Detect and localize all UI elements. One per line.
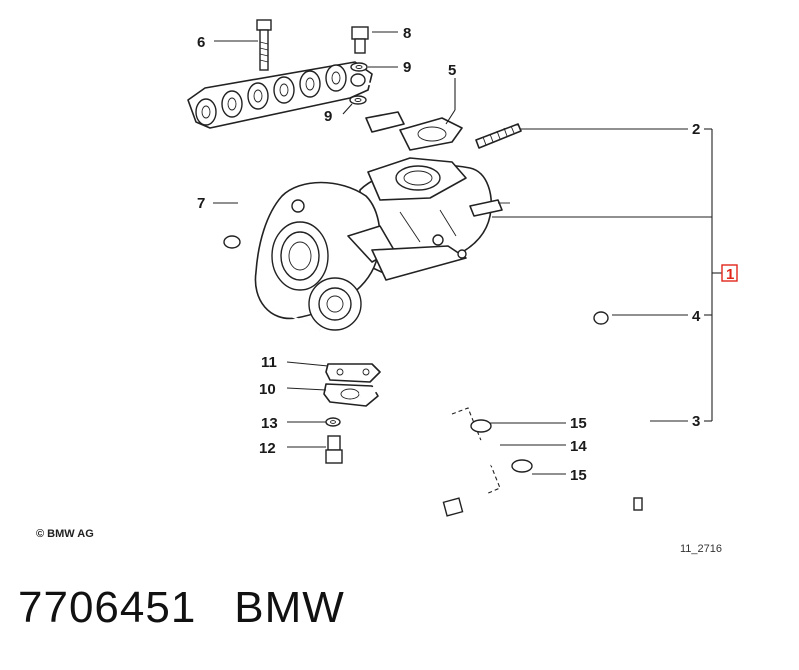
brand-name: BMW — [234, 583, 345, 632]
washer-9-lower — [349, 95, 367, 105]
figure-code: 11_2716 — [680, 543, 722, 555]
copyright-notice: © BMW AG — [36, 528, 94, 540]
turbocharger-assembly — [254, 157, 510, 331]
washer-13 — [325, 417, 341, 427]
callout-15-upper: 15 — [570, 415, 587, 432]
callout-10: 10 — [259, 381, 276, 398]
bolt-12 — [325, 435, 343, 464]
washer-9-upper — [350, 62, 368, 72]
stud-2 — [475, 123, 522, 149]
callout-5: 5 — [448, 62, 456, 79]
leader-lines — [213, 31, 722, 475]
parts-diagram: 6 8 9 5 9 7 2 1 4 3 11 10 13 12 15 14 15… — [36, 19, 738, 555]
callout-14: 14 — [570, 438, 587, 455]
callout-1-highlight — [721, 264, 738, 282]
footer-title: 7706451 BMW — [18, 583, 383, 633]
oil-feed-line-7 — [223, 73, 446, 249]
gasket-5 — [399, 117, 463, 151]
callout-12: 12 — [259, 440, 276, 457]
callout-2: 2 — [692, 121, 700, 138]
bolt-6 — [256, 19, 272, 71]
callout-9-lower: 9 — [324, 108, 332, 125]
callout-15-lower: 15 — [570, 467, 587, 484]
part-number: 7706451 — [18, 583, 197, 632]
exhaust-manifold — [187, 61, 373, 129]
callout-8: 8 — [403, 25, 411, 42]
oil-return-pipe — [323, 363, 464, 517]
callout-6: 6 — [197, 34, 205, 51]
banjo-bolt-8 — [351, 26, 369, 54]
callout-9-upper: 9 — [403, 59, 411, 76]
callout-labels: 6 8 9 5 9 7 2 1 4 3 11 10 13 12 15 14 15 — [197, 25, 738, 484]
callout-1: 1 — [726, 266, 734, 283]
callout-13: 13 — [261, 415, 278, 432]
callout-11: 11 — [261, 354, 277, 371]
hose-14-assembly — [451, 407, 533, 495]
callout-3: 3 — [692, 413, 700, 430]
hose-3-assembly — [593, 311, 658, 511]
callout-4: 4 — [692, 308, 701, 325]
callout-7: 7 — [197, 195, 205, 212]
